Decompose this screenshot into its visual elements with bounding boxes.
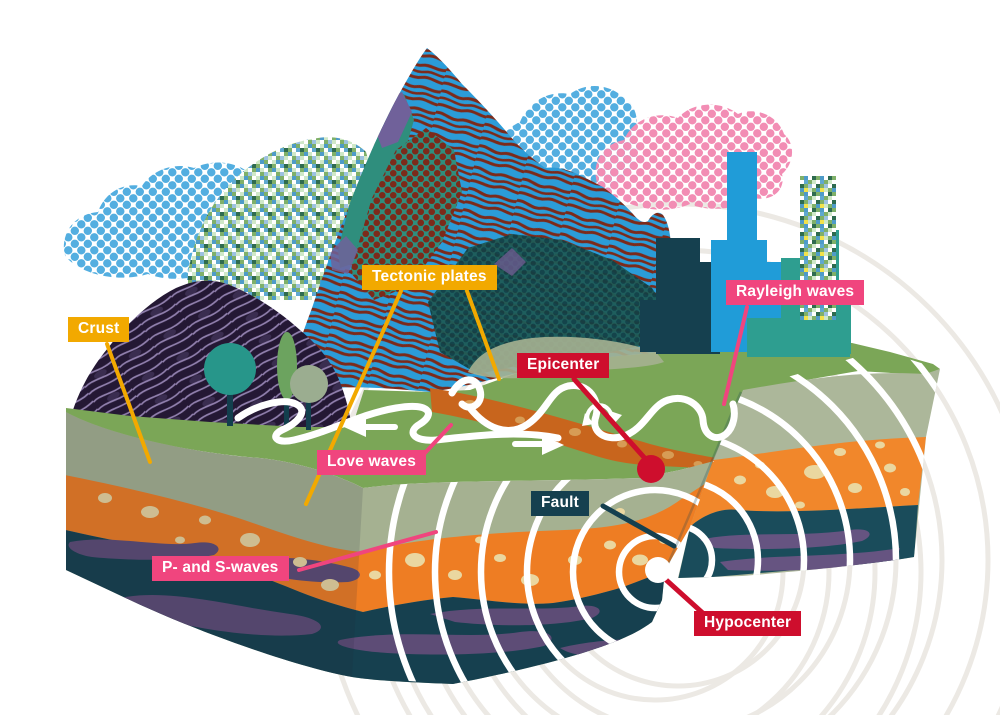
tree-round-teal [204, 343, 256, 395]
label-love-waves: Love waves [317, 450, 427, 475]
crust-pointer [105, 342, 152, 464]
epicenter-marker [637, 455, 665, 483]
label-epicenter: Epicenter [517, 353, 610, 378]
tectonic-pointer-right [465, 289, 501, 381]
love-waves-pointer [422, 423, 453, 456]
label-p-and-s-waves: P- and S-waves [152, 556, 289, 581]
p-s-waves-pointer [297, 530, 438, 572]
building-teal-base [747, 318, 850, 357]
building-dark-small [640, 300, 656, 352]
label-fault: Fault [531, 491, 590, 516]
label-tectonic-plates: Tectonic plates [362, 265, 497, 290]
tree-round-sage [290, 365, 328, 403]
rayleigh-pointer [722, 305, 749, 406]
label-hypocenter: Hypocenter [694, 611, 802, 636]
layer-orange [66, 468, 714, 612]
pixel-hill [185, 137, 374, 300]
hypocenter-pointer [661, 575, 709, 619]
trees [204, 332, 328, 430]
label-crust: Crust [68, 317, 130, 342]
epicenter-pointer [571, 376, 653, 467]
deep-purple-bands-right [700, 529, 900, 571]
orange-layer-spots [98, 493, 671, 591]
building-dark-tall [656, 238, 700, 354]
fault-pointer [600, 503, 677, 549]
hypocenter-marker [645, 557, 671, 583]
building-blue-tower [727, 152, 757, 244]
love-wave-arrow-right-icon [512, 435, 564, 455]
love-wave-arrow-left-icon [344, 417, 398, 437]
left-facet-shading [66, 412, 363, 677]
mountain-halftone-patch [350, 128, 462, 300]
label-rayleigh-waves: Rayleigh waves [726, 280, 865, 305]
